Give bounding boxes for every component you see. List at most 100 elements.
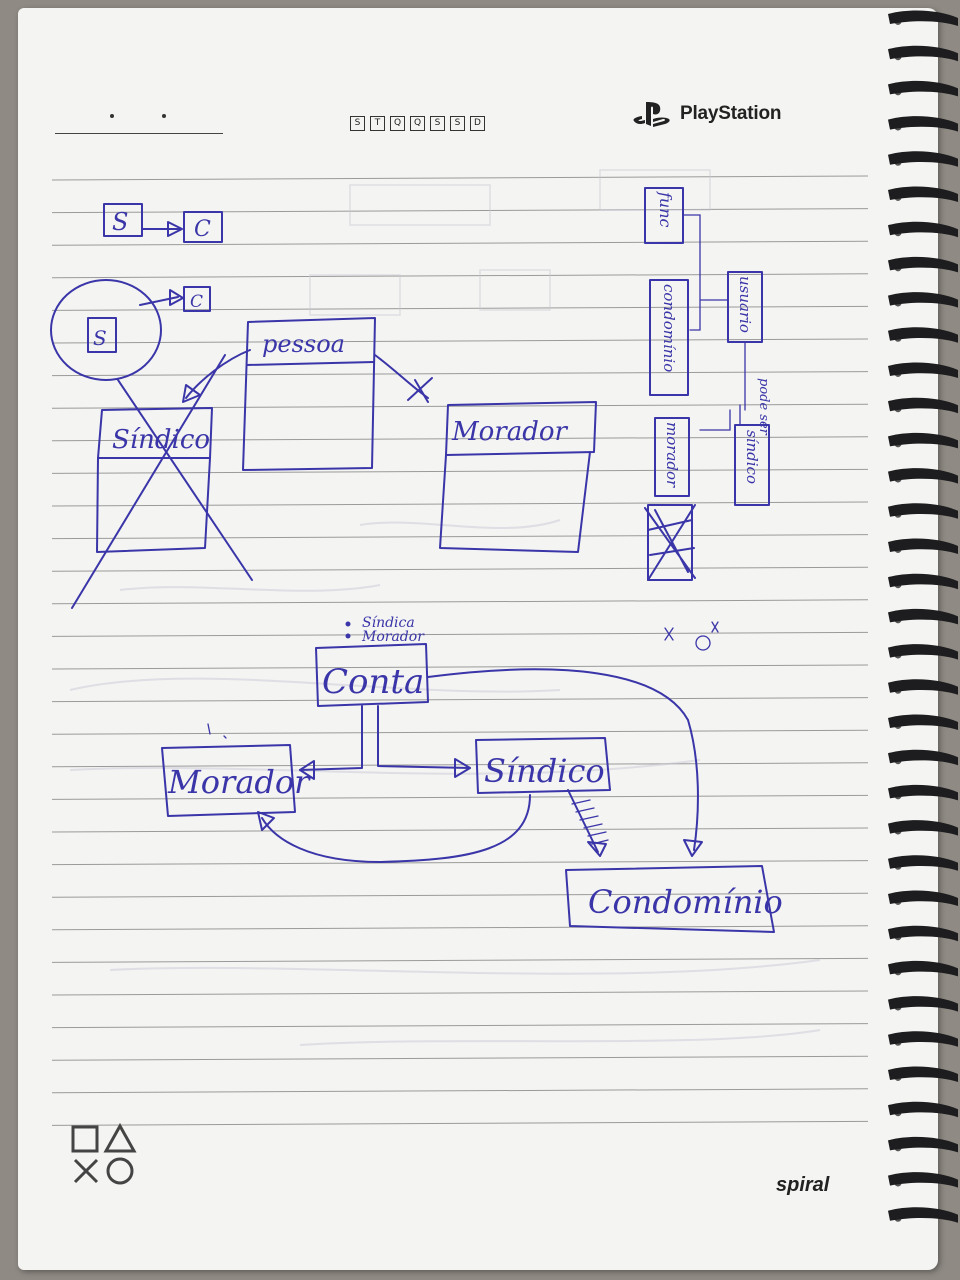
arrowhead	[257, 811, 275, 831]
ruled-line	[51, 534, 869, 540]
spiral-coil	[888, 116, 958, 132]
ruled-line	[51, 729, 869, 735]
circle-c-box	[183, 286, 211, 312]
spiral-logo: spiral	[776, 1174, 830, 1196]
class-morador-top: Morador	[439, 401, 597, 553]
spiral-coil	[888, 221, 958, 238]
spiral-coil	[888, 644, 958, 660]
spiral-coil	[888, 1066, 958, 1082]
weekday-box: Q	[410, 116, 425, 131]
usuario-label: usuario	[736, 276, 754, 333]
sindico-top-label: Síndico	[112, 425, 210, 455]
spiral-coil	[888, 925, 958, 942]
playstation-logo-icon	[633, 102, 670, 127]
weekday-box: S	[350, 116, 365, 131]
pessoa-label: pessoa	[262, 330, 345, 358]
arrow-line	[139, 296, 179, 306]
date-line	[55, 133, 223, 134]
weekday-box: S	[430, 116, 445, 131]
condominio-label: condomínio	[660, 284, 678, 372]
small-circle	[695, 635, 711, 651]
inheritance-arrow	[185, 349, 251, 399]
spiral-coil	[888, 151, 958, 167]
playstation-brand: PlayStation	[632, 100, 781, 128]
circle-c-label: C	[190, 292, 203, 312]
ruled-line	[51, 1023, 869, 1029]
spiral-coil	[888, 10, 958, 26]
condominio-box	[649, 279, 689, 396]
role-morador: Morador	[361, 629, 425, 645]
ruled-line	[51, 794, 869, 800]
ruled-line	[51, 501, 869, 507]
class-morador: Morador	[161, 723, 311, 817]
morador-side-box	[654, 417, 690, 497]
class-conta: Conta	[315, 643, 429, 707]
scribble	[644, 504, 696, 581]
class-sindico-crossed: Síndico	[71, 354, 253, 609]
func-label: func	[656, 191, 675, 228]
circle-group	[50, 279, 162, 381]
class-sindico: Síndico	[475, 737, 611, 794]
s-box-label: S	[112, 208, 128, 236]
spiral-coil	[888, 292, 958, 308]
spiral-coil	[888, 749, 958, 766]
conta-to-condominio-line	[427, 668, 699, 851]
ruled-line	[51, 175, 869, 181]
arrowhead	[454, 758, 471, 778]
playstation-shapes-icon	[71, 1122, 137, 1185]
ruled-line	[51, 892, 869, 898]
ruled-line	[51, 925, 869, 931]
spiral-coil	[888, 1207, 958, 1223]
circle-s-label: S	[93, 326, 107, 350]
conta-to-sindico-line	[377, 705, 471, 769]
pode-ser-label: pode ser	[756, 378, 771, 436]
ruled-line	[51, 273, 869, 279]
ruled-line	[51, 827, 869, 833]
spiral-coil	[888, 1172, 958, 1188]
spiral-coil	[888, 573, 958, 590]
arrowhead	[587, 841, 607, 857]
conta-to-morador-line	[299, 705, 363, 771]
spiral-coil	[888, 538, 958, 554]
cross-out-stroke	[71, 354, 226, 609]
ruled-line	[51, 599, 869, 605]
s-box	[103, 203, 143, 237]
vertical-diagram: func condomínio usuario morador síndico …	[644, 187, 771, 651]
spiral-coil	[888, 256, 958, 273]
ruled-line	[51, 436, 869, 442]
arrowhead	[683, 839, 703, 857]
ruled-line	[51, 957, 869, 963]
ruled-line	[51, 697, 869, 703]
sindico-label: Síndico	[484, 752, 605, 790]
morador-side-label: morador	[663, 422, 681, 488]
spiral-coil	[888, 327, 958, 343]
spiral-coil	[888, 996, 958, 1012]
spiral-coil	[888, 608, 958, 625]
ruled-line	[51, 338, 869, 344]
mini-notation: S C S C	[50, 203, 223, 381]
spiral-coil	[888, 1031, 958, 1047]
weekday-box: D	[470, 116, 485, 131]
c-box	[183, 211, 223, 243]
morador-label: Morador	[167, 763, 311, 801]
ruled-line	[51, 240, 869, 246]
spiral-coil	[888, 960, 958, 977]
ruled-line	[51, 990, 869, 996]
date-dot	[162, 114, 166, 118]
class-pessoa: pessoa	[242, 317, 376, 471]
arrowhead	[169, 289, 184, 306]
hatch-marks	[571, 799, 609, 845]
inheritance-arrow-crossed	[374, 354, 429, 399]
ruled-line	[51, 762, 869, 768]
ruled-line	[51, 468, 869, 474]
ruled-line	[51, 860, 869, 866]
sindico-side-box	[734, 424, 770, 506]
arrowhead	[182, 384, 201, 403]
weekday-boxes: S T Q Q S S D	[350, 116, 485, 131]
spiral-coil	[888, 362, 958, 378]
spiral-coil	[888, 714, 958, 730]
ruled-line	[51, 1120, 869, 1126]
weekday-box: T	[370, 116, 385, 131]
ink-marks	[207, 723, 227, 739]
